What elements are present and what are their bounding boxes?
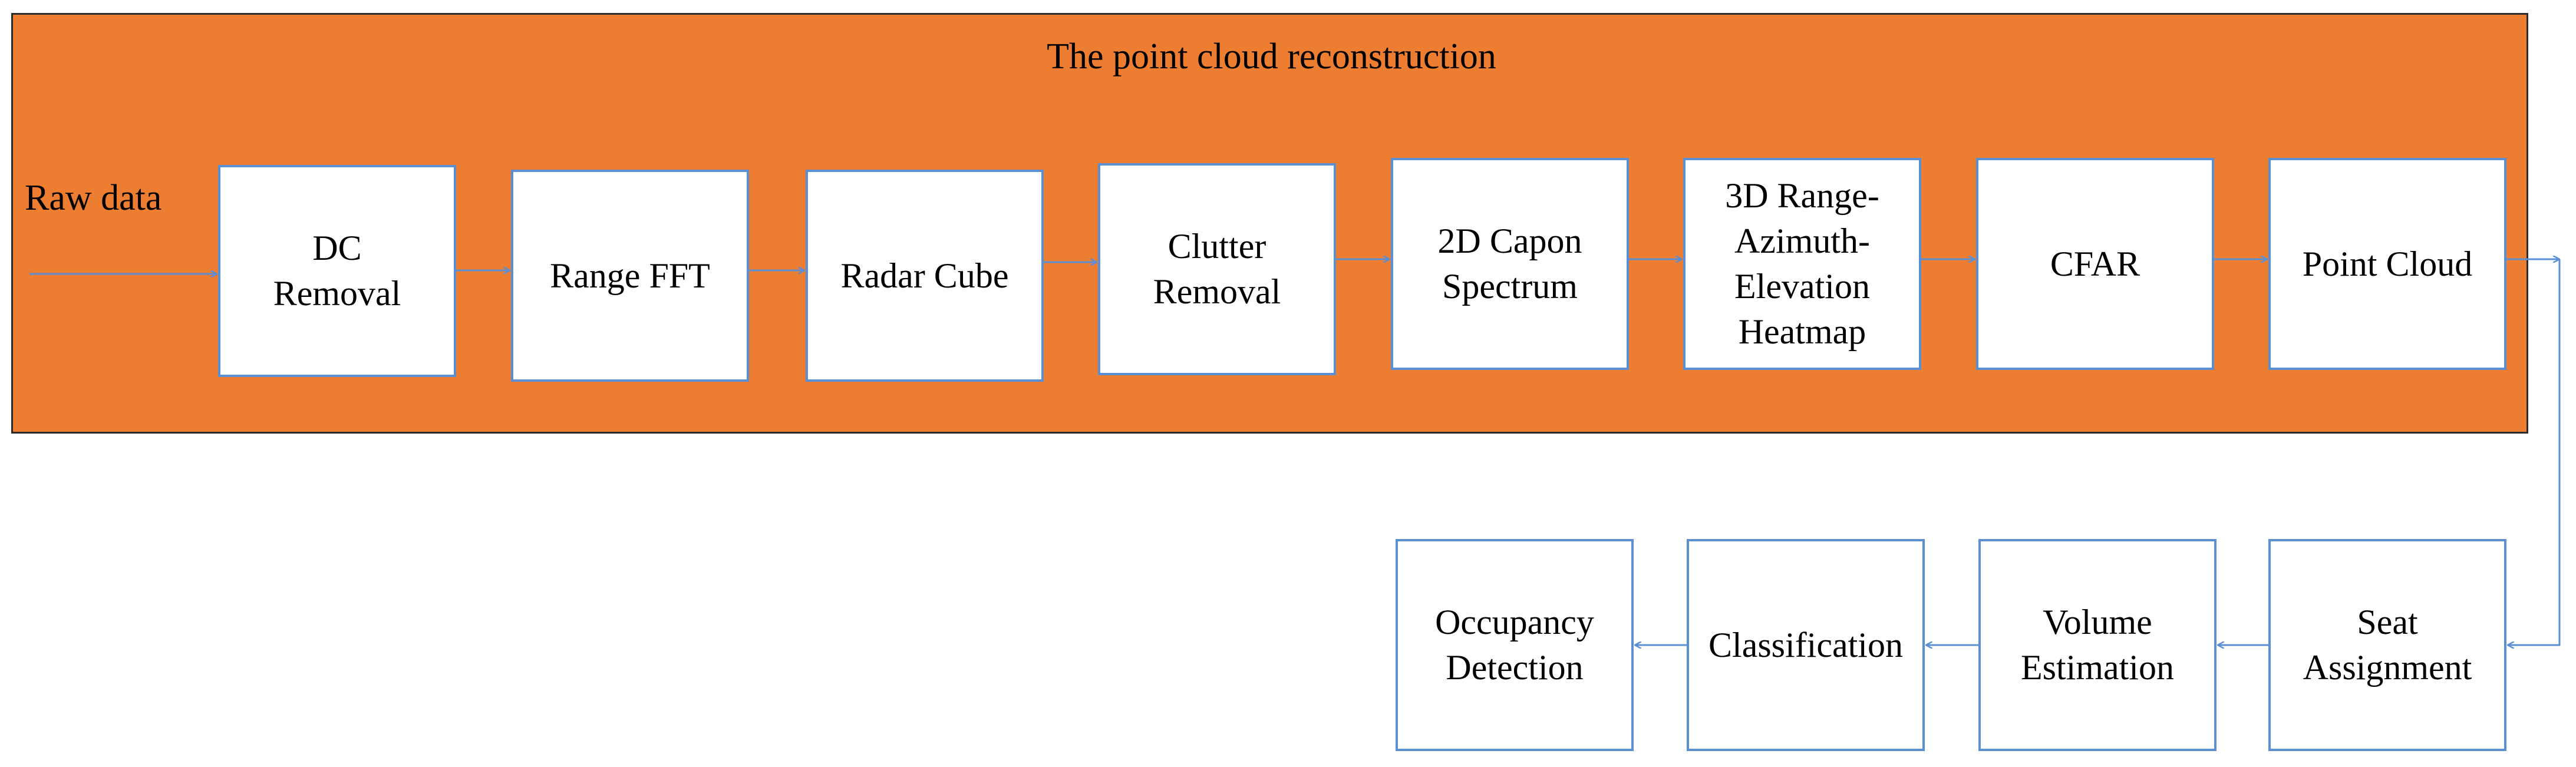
raw-data-label: Raw data xyxy=(25,178,162,218)
point-cloud-box: Point Cloud xyxy=(2268,158,2506,370)
classification-box: Classification xyxy=(1687,539,1925,751)
occupancy-detection-label: Occupancy Detection xyxy=(1435,603,1594,687)
dc-removal-box: DC Removal xyxy=(218,165,456,377)
capon-spectrum-label: 2D Capon Spectrum xyxy=(1437,221,1582,306)
seat-assignment-label: Seat Assignment xyxy=(2303,603,2472,687)
cfar-box: CFAR xyxy=(1976,158,2214,370)
capon-spectrum-box: 2D Capon Spectrum xyxy=(1391,158,1629,370)
range-fft-label: Range FFT xyxy=(550,256,710,295)
heatmap-label: 3D Range- Azimuth- Elevation Heatmap xyxy=(1725,176,1879,351)
panel-title: The point cloud reconstruction xyxy=(1047,37,1496,77)
volume-estimation-box: Volume Estimation xyxy=(1978,539,2217,751)
clutter-removal-label: Clutter Removal xyxy=(1153,227,1281,311)
clutter-removal-box: Clutter Removal xyxy=(1098,163,1336,375)
cfar-label: CFAR xyxy=(2050,244,2140,283)
occupancy-detection-box: Occupancy Detection xyxy=(1396,539,1634,751)
volume-estimation-label: Volume Estimation xyxy=(2021,603,2174,687)
arrow-pc-to-seat xyxy=(2508,259,2561,645)
point-cloud-label: Point Cloud xyxy=(2302,244,2473,283)
radar-cube-label: Radar Cube xyxy=(840,256,1009,295)
seat-assignment-box: Seat Assignment xyxy=(2268,539,2506,751)
heatmap-box: 3D Range- Azimuth- Elevation Heatmap xyxy=(1683,158,1921,370)
radar-cube-box: Radar Cube xyxy=(806,170,1044,382)
classification-label: Classification xyxy=(1708,625,1903,664)
range-fft-box: Range FFT xyxy=(511,170,749,382)
dc-removal-label: DC Removal xyxy=(273,229,401,313)
